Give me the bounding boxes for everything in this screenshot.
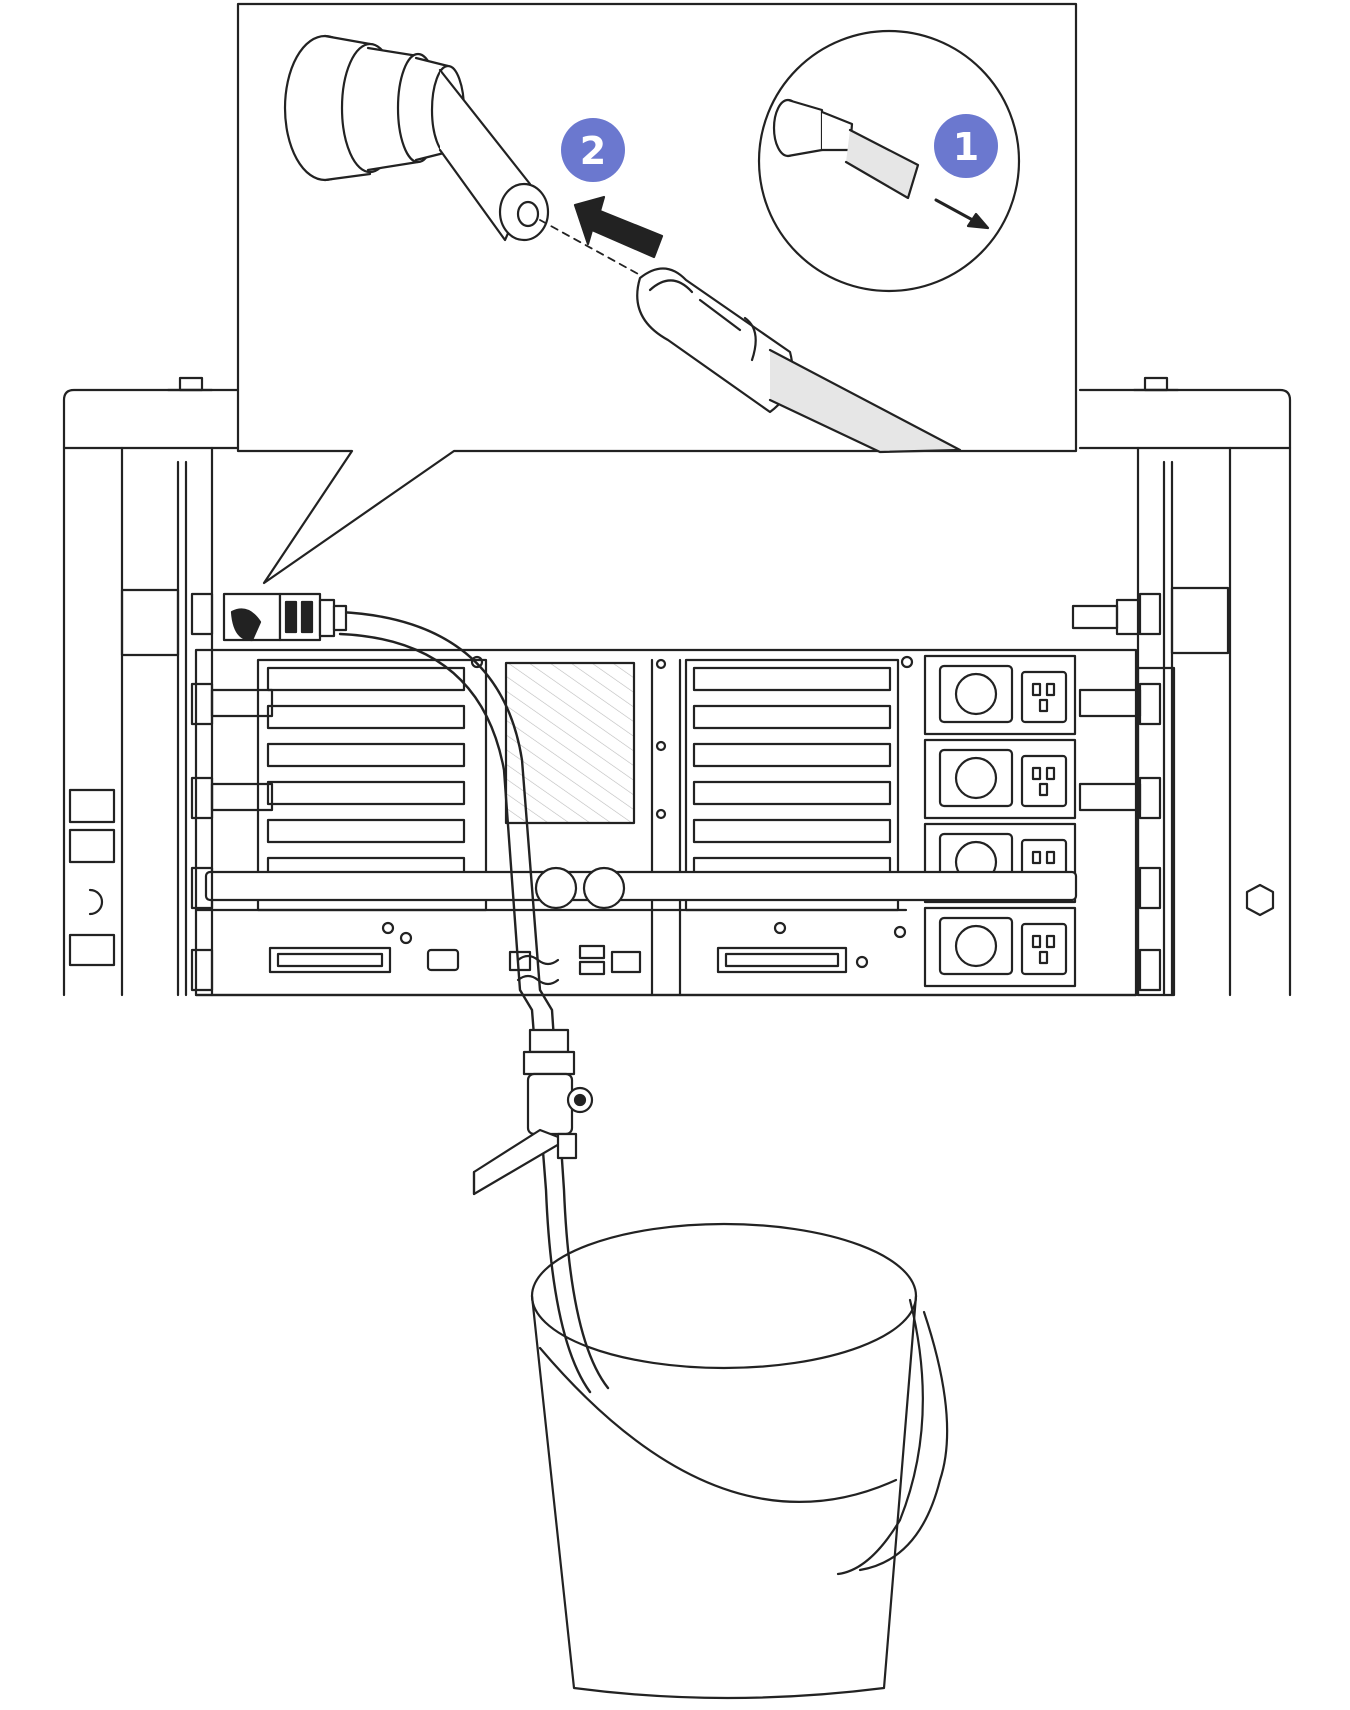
manifold-quick-connect-closeup xyxy=(283,34,550,242)
left-pcie-slots xyxy=(256,655,488,912)
rear-io-panel xyxy=(194,908,908,976)
zoom-callout xyxy=(236,2,1078,585)
callout-badge-2: 2 xyxy=(561,118,625,182)
insert-arrow-icon xyxy=(573,195,664,259)
manifold-connectors-left xyxy=(190,592,274,992)
manifold-hose-coupler xyxy=(222,592,348,642)
server-chassis xyxy=(190,592,1162,997)
manifold-connectors-right xyxy=(1078,592,1162,992)
drain-bucket xyxy=(530,1222,949,1700)
callout-badge-1: 1 xyxy=(934,114,998,178)
valve-handle xyxy=(472,1128,568,1196)
callout-badge-1-number: 1 xyxy=(953,125,979,169)
pull-arrow-icon xyxy=(966,212,990,230)
bleeding-hose-connector xyxy=(636,267,962,454)
bleeding-valve xyxy=(472,1028,594,1196)
cap-removal-inset xyxy=(757,29,1021,293)
alignment-line xyxy=(539,219,641,276)
callout-badge-2-number: 2 xyxy=(580,129,606,173)
bleeding-hose xyxy=(338,610,610,1394)
blank-filler-panel xyxy=(504,661,636,825)
power-supplies xyxy=(923,654,1077,988)
hex-nut-icon xyxy=(1245,883,1275,917)
rack-frame xyxy=(62,376,1292,997)
coolant-manifold-pipe xyxy=(204,866,1078,910)
